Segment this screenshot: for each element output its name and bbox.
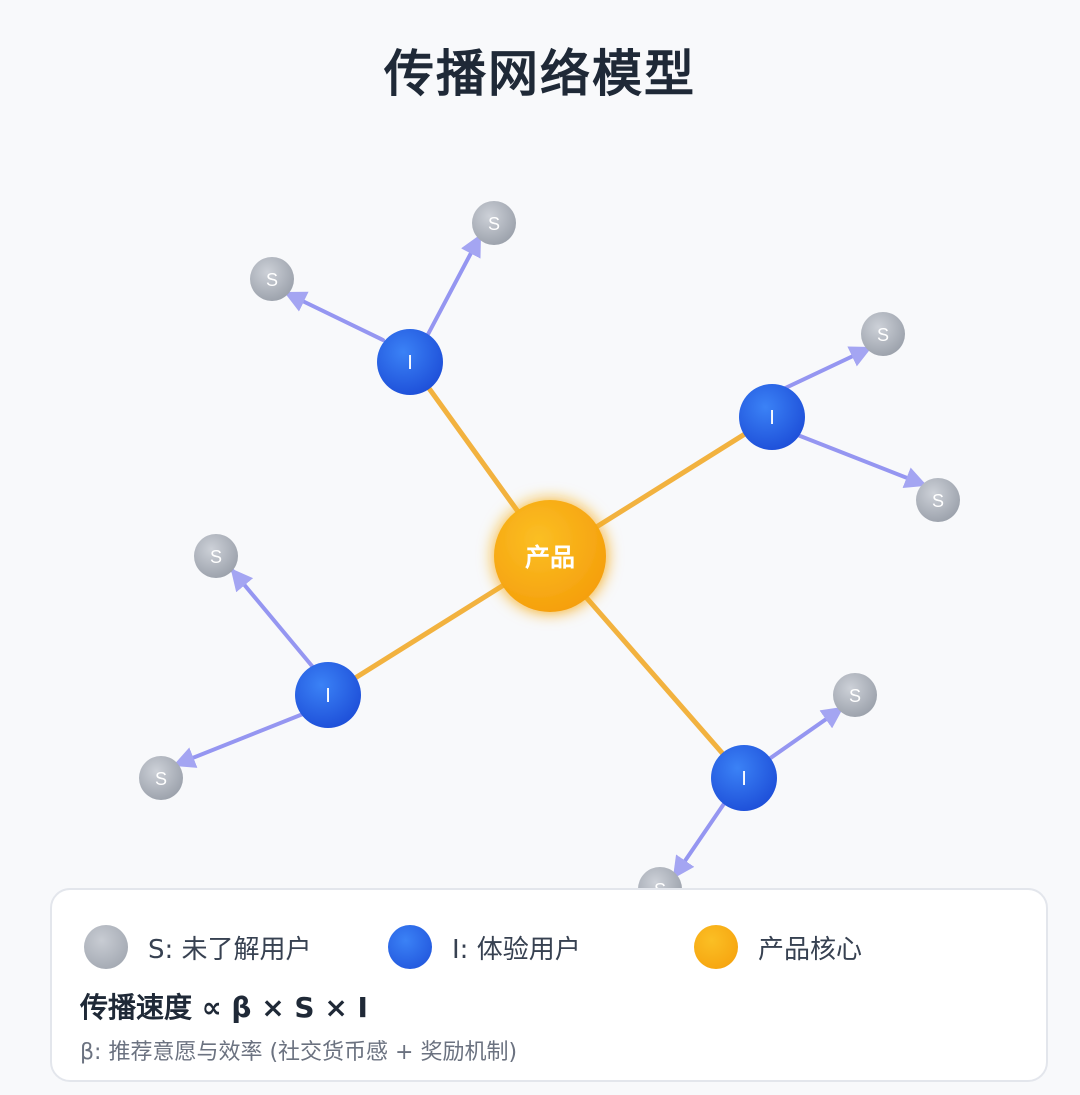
legend-label-infected: I: 体验用户 bbox=[452, 934, 581, 965]
susceptible-swatch-icon bbox=[84, 925, 128, 969]
product-swatch-icon bbox=[694, 925, 738, 969]
spread-arrow bbox=[788, 430, 928, 489]
spread-arrow bbox=[172, 710, 310, 768]
spread-formula: 传播速度 ∝ β × S × I bbox=[80, 991, 368, 1024]
node-label: S bbox=[266, 270, 278, 290]
page-title: 传播网络模型 bbox=[384, 45, 696, 103]
node-label: I bbox=[741, 768, 747, 790]
node-label: S bbox=[849, 686, 861, 706]
spread-arrow bbox=[672, 790, 734, 879]
infected-node: I bbox=[739, 384, 805, 450]
spread-arrows bbox=[172, 234, 928, 879]
node-label: S bbox=[210, 547, 222, 567]
node-label: S bbox=[488, 214, 500, 234]
node-label: S bbox=[155, 769, 167, 789]
susceptible-node: S bbox=[139, 756, 183, 800]
node-label: I bbox=[407, 352, 413, 374]
spread-arrow bbox=[230, 568, 324, 680]
product-core: 产品 bbox=[494, 500, 606, 612]
susceptible-node: S bbox=[861, 312, 905, 356]
legend-card: S: 未了解用户 I: 体验用户 产品核心 传播速度 ∝ β × S × I β… bbox=[50, 888, 1048, 1082]
node-label: I bbox=[769, 407, 775, 429]
spread-arrow bbox=[423, 234, 482, 342]
legend-label-product: 产品核心 bbox=[758, 934, 863, 965]
susceptible-node: S bbox=[833, 673, 877, 717]
legend-item-susceptible: S: 未了解用户 bbox=[84, 924, 312, 970]
susceptible-node: S bbox=[250, 257, 294, 301]
legend-label-susceptible: S: 未了解用户 bbox=[148, 934, 312, 965]
node-label: S bbox=[877, 325, 889, 345]
beta-note: β: 推荐意愿与效率 (社交货币感 + 奖励机制) bbox=[80, 1040, 518, 1065]
infected-nodes: I I I I bbox=[295, 329, 805, 811]
infected-node: I bbox=[377, 329, 443, 395]
susceptible-node: S bbox=[194, 534, 238, 578]
susceptible-node: S bbox=[916, 478, 960, 522]
infected-swatch-icon bbox=[388, 925, 432, 969]
infected-node: I bbox=[295, 662, 361, 728]
legend-item-infected: I: 体验用户 bbox=[388, 924, 581, 970]
node-label: S bbox=[932, 491, 944, 511]
product-core-label: 产品 bbox=[525, 543, 575, 572]
susceptible-nodes: S S S S S S S S bbox=[139, 201, 960, 911]
infected-node: I bbox=[711, 745, 777, 811]
susceptible-node: S bbox=[472, 201, 516, 245]
legend-item-product: 产品核心 bbox=[694, 924, 862, 970]
node-label: I bbox=[325, 685, 331, 707]
spread-arrow bbox=[760, 706, 844, 766]
spread-arrow bbox=[284, 291, 385, 342]
